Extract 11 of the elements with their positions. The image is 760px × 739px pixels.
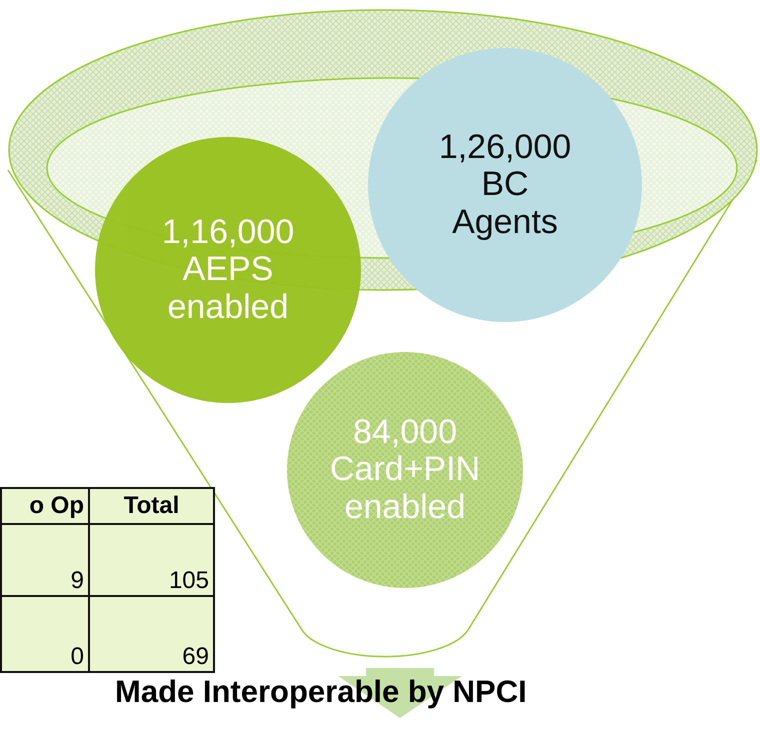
circle-label: 1,16,000 AEPS enabled [160, 214, 296, 326]
down-arrow [338, 668, 462, 718]
table-cell: 9 [1, 524, 89, 596]
circle-label: 1,26,000 BC Agents [438, 128, 572, 242]
table-cell: 105 [89, 524, 214, 596]
table-header: Total [89, 488, 214, 524]
table-header: o Op [1, 488, 89, 524]
table-cell: 0 [1, 596, 89, 672]
heading-text: Made Interoperable by NPCI [115, 676, 528, 707]
circle-label: 84,000 Card+PIN enabled [328, 414, 482, 526]
table-cell: 69 [89, 596, 214, 672]
